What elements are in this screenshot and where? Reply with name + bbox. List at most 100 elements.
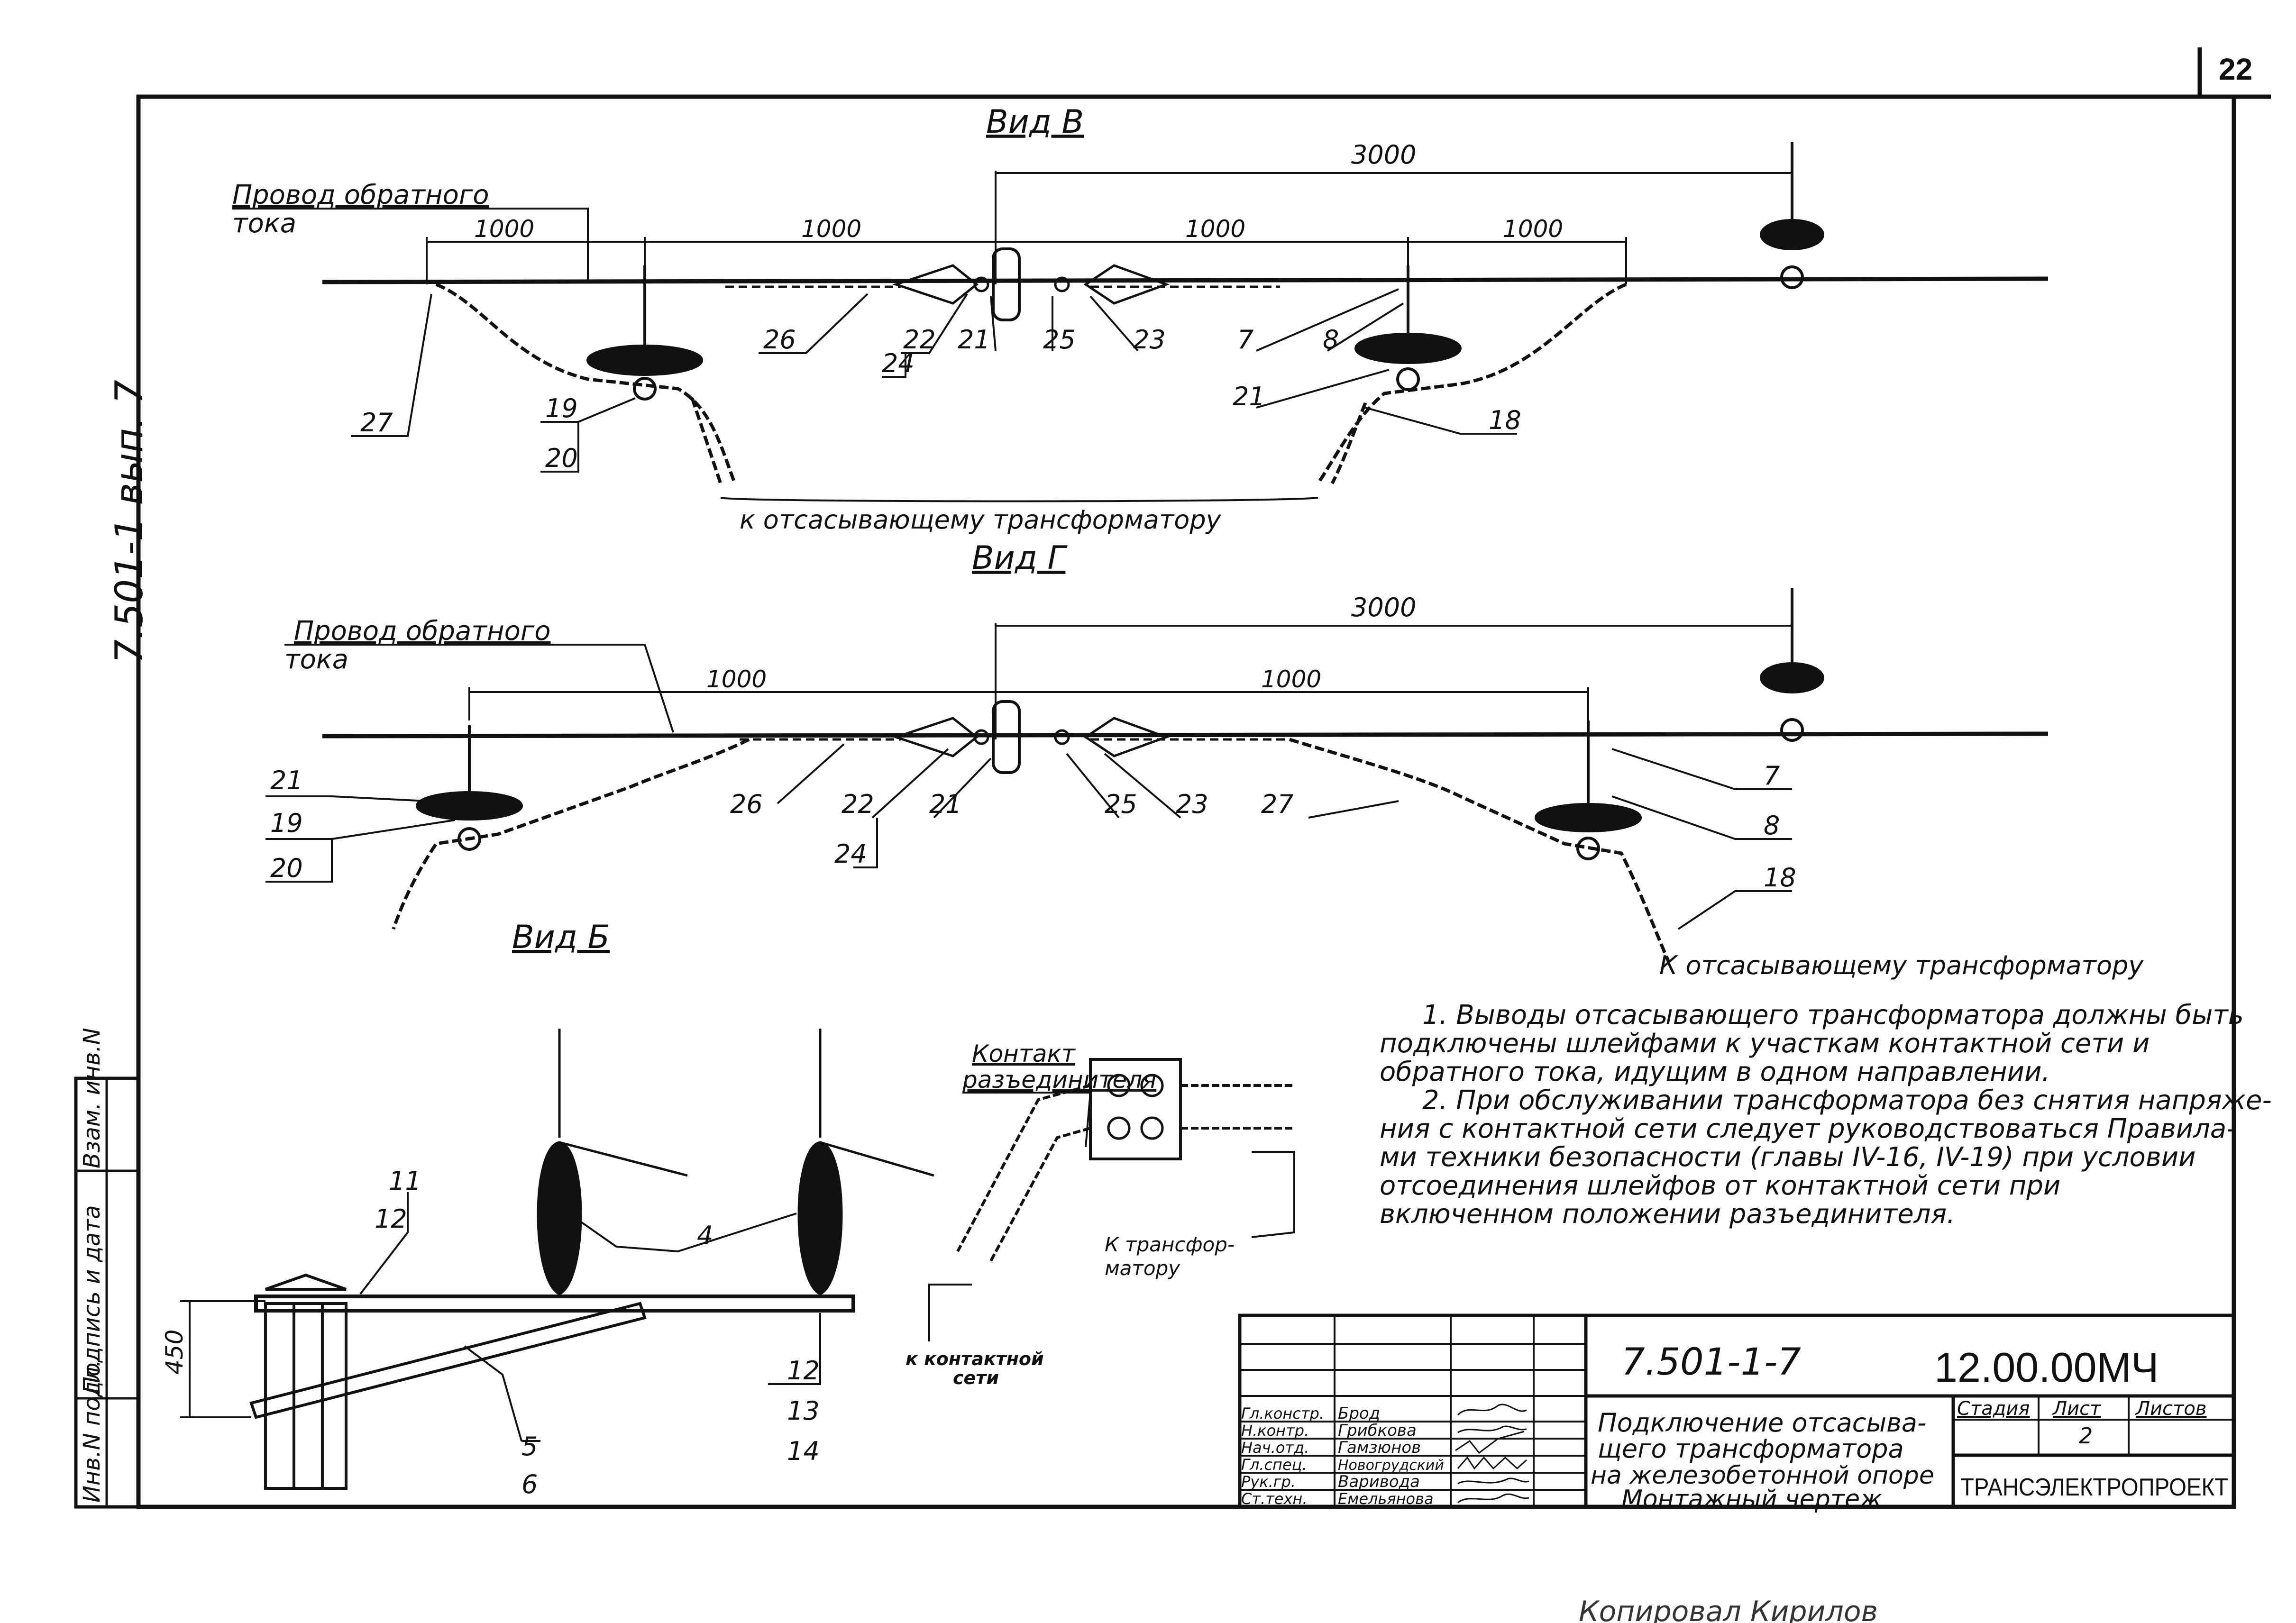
view-g-insulator-right [1535,720,1642,860]
view-g-title: Вид Г [972,539,1068,577]
view-b-to-transformer-line1: К трансфор- [1105,1233,1235,1256]
view-v-callout-20: 20 [545,443,578,473]
tb-role-3: Нач.отд. [1241,1439,1309,1457]
view-g-callout-7: 7 [1764,761,1780,791]
view-g-dim-2: 1000 [1261,666,1321,693]
view-g-callout-leaders [265,743,1792,930]
view-v-callout-18: 18 [1489,405,1521,435]
view-v-dim-3: 1000 [1185,215,1245,243]
view-b-title: Вид Б [512,919,610,956]
view-b-callout-4: 4 [697,1221,713,1250]
view-v-pole-insulator [1760,142,1824,289]
view-v-callout-19: 19 [545,393,578,423]
tb-name-6: Емельянова [1338,1490,1434,1508]
view-v-note-bottom: к отсасывающему трансформатору [740,505,1222,535]
note-line-5: ния с контактной сети следует руководств… [1380,1113,2236,1144]
view-v-dim-3000: 3000 [995,140,1792,284]
view-v-title: Вид В [986,103,1084,141]
view-v-callout-24: 24 [882,348,915,378]
tb-name-2: Грибкова [1338,1421,1417,1440]
view-g: Вид Г Провод обратного тока 3000 1000 10… [265,539,2144,980]
view-v-return-wire [322,276,2049,284]
view-g-dim-1: 1000 [706,666,767,693]
view-g-return-wire [322,731,2049,739]
view-b-to-network-line1: к контактной [906,1349,1044,1369]
notes-block: 1. Выводы отсасывающего трансформатора д… [1380,1000,2272,1230]
tb-company: ТРАНСЭЛЕКТРОПРОЕКТ [1960,1474,2228,1501]
view-v-section-insulator [992,247,1021,321]
tb-signatures [1455,1404,1529,1504]
view-b-callout-11: 11 [389,1166,421,1196]
view-g-callout-21b: 21 [929,789,962,819]
view-b-detail-label-line2: разъединителя [962,1066,1156,1094]
footer-scrawl: Копировал Кирилов [1579,1595,1878,1623]
tb-stage-label: Стадия [1957,1398,2030,1420]
note-line-8: включенном положении разъединителя. [1380,1199,1955,1230]
view-v-callout-leaders [351,288,1517,473]
view-g-note-bottom: К отсасывающему трансформатору [1659,950,2144,980]
side-stamp: 7.501-1 вып. 7 [107,380,151,664]
view-g-dim-3000: 3000 [995,593,1792,739]
tb-doc-code: 7.501-1-7 [1621,1341,1801,1384]
view-g-callout-24: 24 [834,839,867,869]
tb-role-5: Рук.гр. [1241,1473,1296,1491]
view-g-callout-18: 18 [1764,863,1796,893]
view-v-tensioner-right [1054,264,1170,305]
side-columns: Инв.N подл. Подпись и дата Взам. инв.N [74,1028,140,1509]
view-g-callout-27: 27 [1261,789,1294,819]
note-line-6: ми техники безопасности (главы IV-16, IV… [1380,1142,2196,1173]
view-g-callout-21: 21 [270,766,303,795]
view-g-callout-19: 19 [270,808,303,838]
view-b-callout-leaders [359,1192,821,1442]
tb-name-5: Варивода [1338,1472,1420,1491]
view-g-wire-label-line2: тока [284,644,348,675]
view-v-dim-1: 1000 [474,215,534,243]
view-v-callout-7: 7 [1237,325,1253,355]
tb-name-1: Брод [1338,1404,1380,1423]
tb-title-line-4: Монтажный чертеж [1621,1485,1882,1514]
title-block: 7.501-1-7 12.00.00МЧ Гл.констр. Н.контр.… [1238,1313,2236,1514]
view-g-jumper-left [392,738,750,930]
view-v-tensioner-left [892,264,989,305]
view-v-insulator-left [586,265,703,401]
view-v-dim-4: 1000 [1503,215,1563,243]
view-b-dim-450 [180,1300,265,1418]
view-g-callout-8: 8 [1764,811,1780,840]
tb-sheets-label: Листов [2135,1398,2206,1420]
tb-sheet-value: 2 [2079,1423,2093,1449]
view-b-post-insulator-right [797,1029,934,1295]
tb-title-line-2: щего трансформатора [1598,1434,1904,1464]
view-v-callout-22: 22 [903,325,936,355]
view-g-jumper-right [1289,738,1671,963]
view-g-dim-3000-label: 3000 [1351,593,1416,622]
note-line-1: 1. Выводы отсасывающего трансформатора д… [1422,1000,2244,1030]
view-v-wire-label-line2: тока [232,208,296,239]
view-v-callout-8: 8 [1323,325,1339,355]
view-b-contact-detail: Контакт разъединителя К трансфор- матору… [906,1040,1295,1388]
view-v-callout-21b: 21 [1233,382,1265,411]
view-g-wire-label-line1: Провод обратного [294,616,551,647]
view-v-insulator-right [1354,265,1462,391]
view-v-jumper-left [435,283,737,484]
view-b: Вид Б 450 [161,919,1295,1499]
note-line-3: обратного тока, идущим в одном направлен… [1380,1057,2050,1087]
view-b-to-network-line2: сети [953,1368,999,1388]
view-v-callout-27: 27 [360,408,393,438]
view-b-post-insulator-left [537,1029,688,1295]
tb-name-3: Гамзюнов [1338,1438,1421,1457]
view-g-section-insulator [992,700,1021,774]
view-v-callout-23: 23 [1133,325,1166,355]
drawing-frame [136,47,2271,1509]
note-line-7: отсоединения шлейфов от контактной сети … [1380,1170,2060,1201]
view-v-dim-2: 1000 [801,215,861,243]
view-g-callout-23: 23 [1176,789,1208,819]
note-line-4: 2. При обслуживании трансформатора без с… [1422,1085,2272,1116]
view-v-jumper-right [1317,283,1627,484]
view-v-wire-label: Провод обратного тока [232,180,589,280]
view-b-callout-12a: 12 [375,1204,407,1234]
view-v-dim-3000-label: 3000 [1351,140,1416,170]
view-b-to-transformer-line2: матору [1105,1257,1180,1280]
view-v-callout-25: 25 [1043,325,1076,355]
tb-role-1: Гл.констр. [1241,1404,1324,1422]
